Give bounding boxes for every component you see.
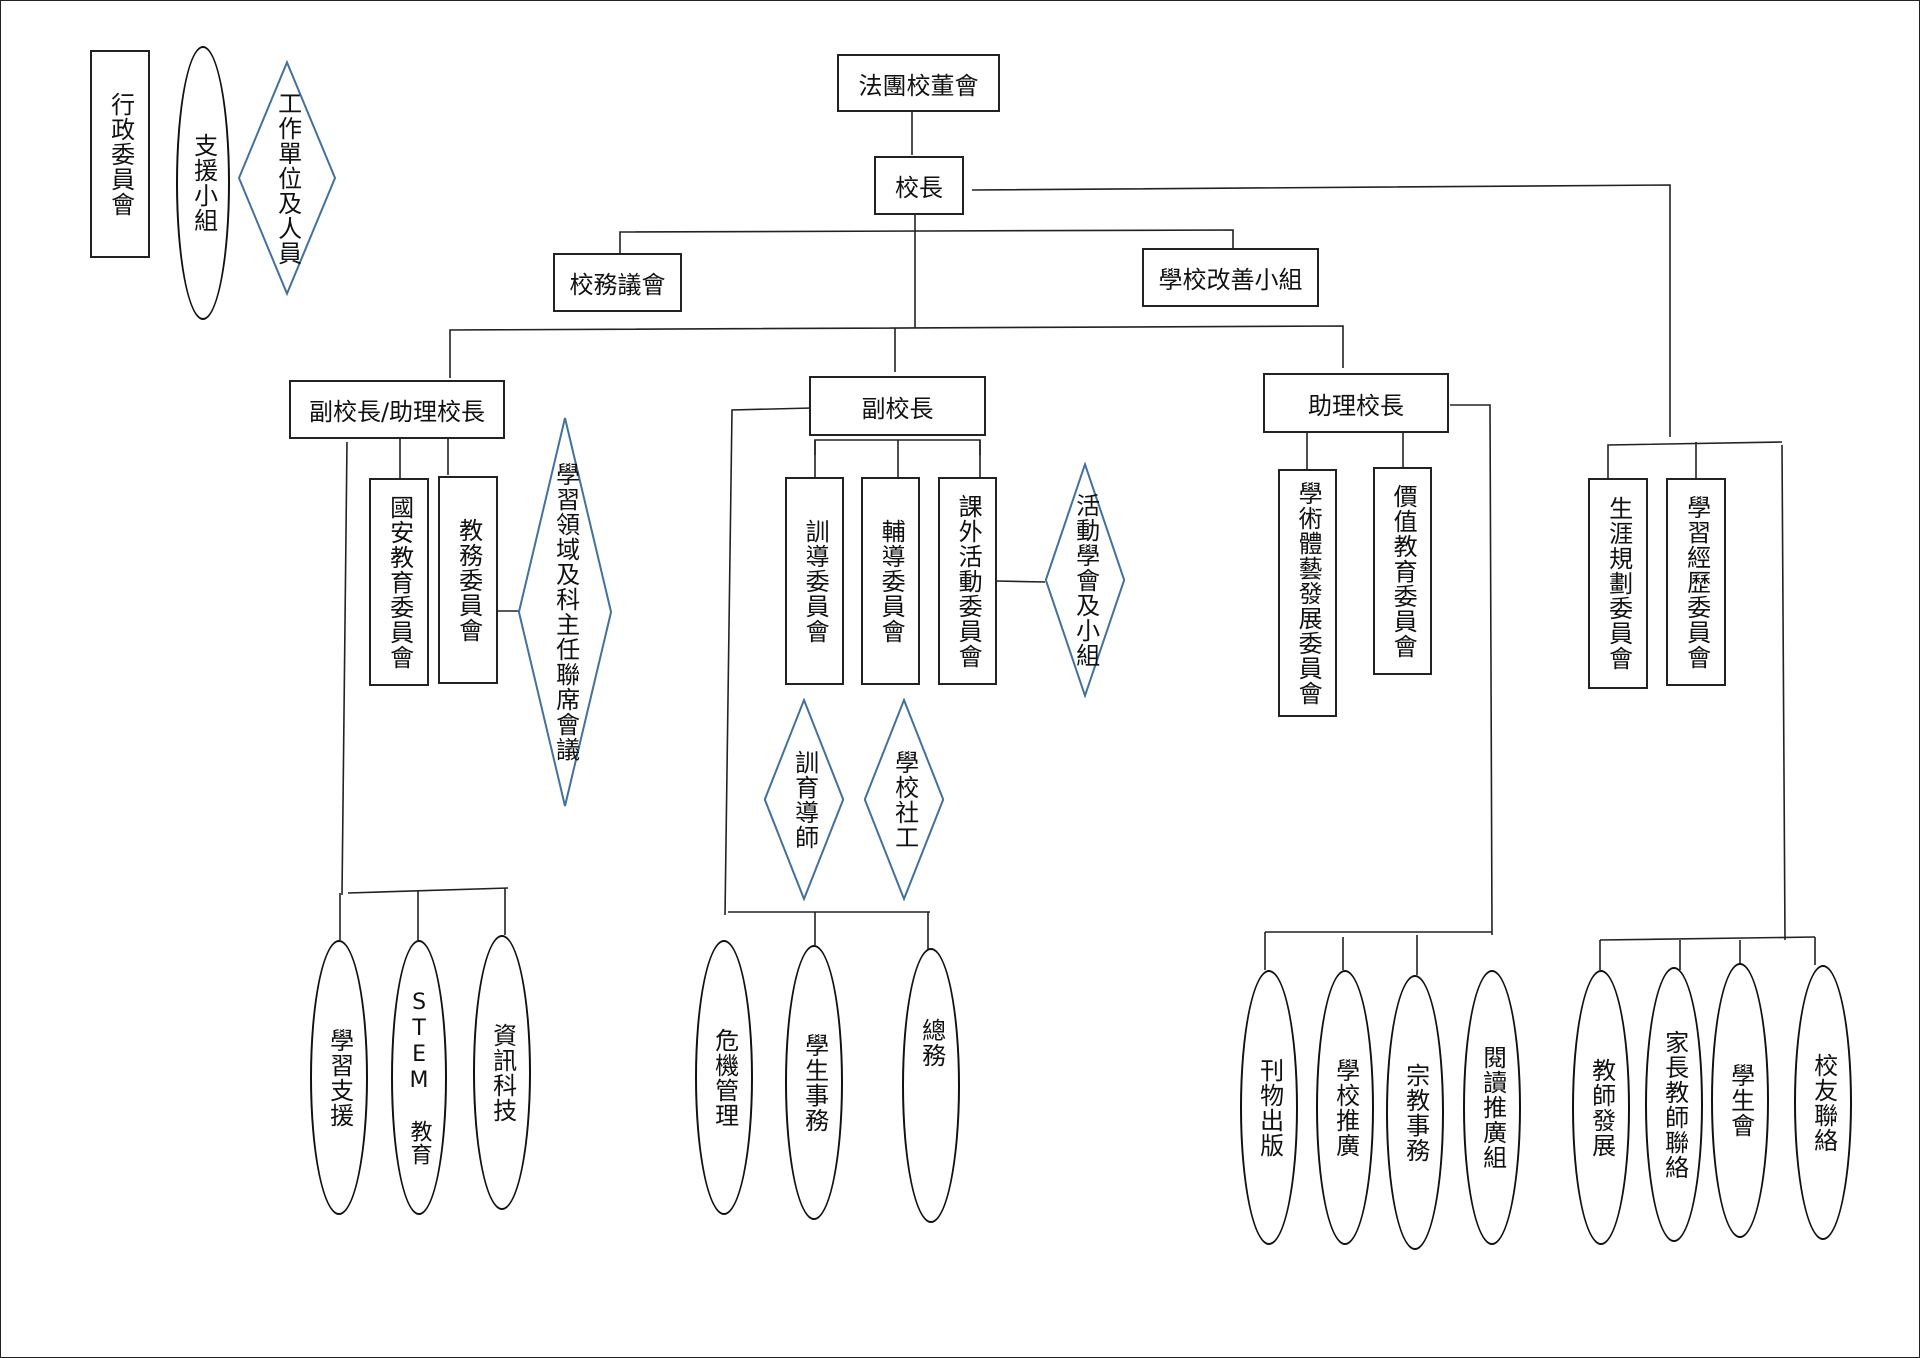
group-student-union: 學生會 xyxy=(1711,963,1769,1238)
national-security-committee: 國安教育委員會 xyxy=(369,478,429,686)
group-publications: 刊物出版 xyxy=(1240,970,1298,1245)
legend-support-group: 支援小組 xyxy=(176,46,230,320)
legend-work-units: 工作單位及人員 xyxy=(238,60,336,296)
discipline-committee: 訓導委員會 xyxy=(785,477,844,685)
group-stem: STEM 教育 xyxy=(391,940,447,1215)
principal-box: 校長 xyxy=(874,156,964,215)
legend-work-units-label: 工作單位及人員 xyxy=(273,90,302,266)
vp-box: 副校長 xyxy=(809,376,986,436)
group-general-affairs: 總務 xyxy=(902,948,960,1223)
group-religious-affairs: 宗教事務 xyxy=(1386,975,1444,1250)
board-box: 法團校董會 xyxy=(837,54,1000,112)
school-social-worker-label: 學校社工 xyxy=(890,749,919,850)
group-crisis-management: 危機管理 xyxy=(695,940,753,1215)
group-teacher-development: 教師發展 xyxy=(1572,970,1630,1245)
group-school-promotion: 學校推廣 xyxy=(1316,970,1374,1245)
group-learning-support: 學習支援 xyxy=(310,940,368,1215)
kla-panel-meeting-label: 學習領域及科主任聯席會議 xyxy=(551,462,580,762)
ap-box: 助理校長 xyxy=(1263,373,1449,433)
eca-committee: 課外活動委員會 xyxy=(938,477,997,685)
school-social-worker: 學校社工 xyxy=(864,698,944,901)
group-reading-promotion: 閱讀推廣組 xyxy=(1463,970,1521,1245)
vp-ap-box: 副校長/助理校長 xyxy=(289,380,505,439)
kla-panel-meeting: 學習領域及科主任聯席會議 xyxy=(518,414,612,810)
improvement-group-box: 學校改善小組 xyxy=(1142,248,1319,307)
group-student-affairs: 學生事務 xyxy=(785,945,843,1220)
discipline-tutor-label: 訓育導師 xyxy=(790,749,819,850)
activity-societies: 活動學會及小組 xyxy=(1045,462,1125,698)
legend-admin-committee: 行政委員會 xyxy=(90,50,150,258)
academic-arts-committee: 學術體藝發展委員會 xyxy=(1278,469,1337,717)
group-it: 資訊科技 xyxy=(473,935,531,1210)
academic-committee: 教務委員會 xyxy=(438,476,498,684)
activity-societies-label: 活動學會及小組 xyxy=(1071,492,1100,668)
career-planning-committee: 生涯規劃委員會 xyxy=(1588,478,1648,689)
learning-experience-committee: 學習經歷委員會 xyxy=(1666,478,1726,686)
school-council-box: 校務議會 xyxy=(553,253,682,312)
group-parent-teacher-liaison: 家長教師聯絡 xyxy=(1645,967,1703,1242)
group-alumni-liaison: 校友聯絡 xyxy=(1794,965,1852,1240)
guidance-committee: 輔導委員會 xyxy=(861,477,920,685)
discipline-tutor: 訓育導師 xyxy=(764,698,844,901)
values-education-committee: 價值教育委員會 xyxy=(1373,467,1432,675)
